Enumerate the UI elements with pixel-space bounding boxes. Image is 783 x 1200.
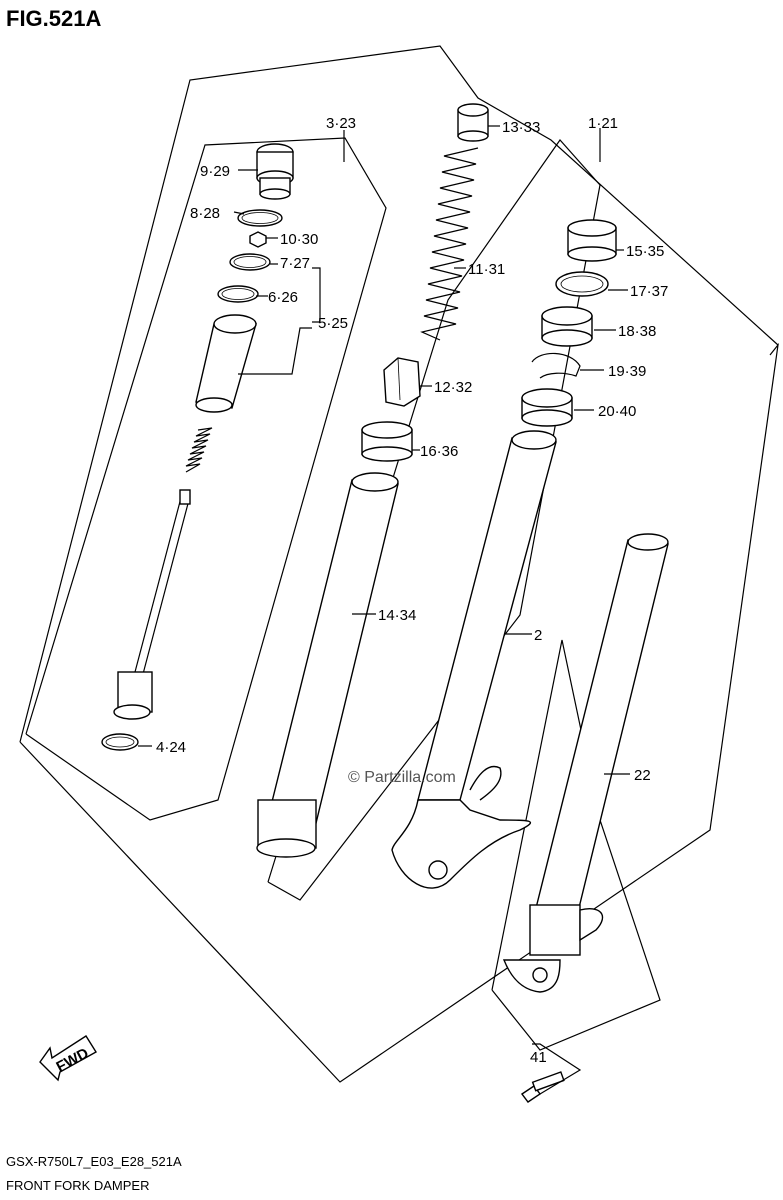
fork-spring (420, 147, 479, 341)
seal-retainer-clip (531, 352, 581, 379)
damper-cylinder (195, 314, 257, 413)
callout-41: 41 (530, 1049, 547, 1066)
callout-20: 20·40 (598, 403, 636, 420)
caption: FRONT FORK DAMPER (6, 1178, 150, 1193)
leader-lines (138, 125, 630, 1095)
callout-14: 14·34 (378, 607, 416, 624)
callout-3: 3·23 (326, 115, 356, 132)
callout-6: 6·26 (268, 289, 298, 306)
damper-cartridge-boundary (25, 137, 387, 821)
model-code: GSX-R750L7_E03_E28_521A (6, 1154, 182, 1169)
spring-adjuster (457, 103, 489, 142)
callout-22: 22 (634, 767, 651, 784)
callout-15: 15·35 (626, 243, 664, 260)
rebound-spring (185, 427, 213, 473)
inner-tube-bushing (361, 421, 413, 462)
axle-pinch-bolt (520, 1071, 565, 1103)
callout-5: 5·25 (318, 315, 348, 332)
outer-tube-boundary (491, 639, 661, 1051)
callout-4: 4·24 (156, 739, 186, 756)
callout-13: 13·33 (502, 119, 540, 136)
callout-8: 8·28 (190, 205, 220, 222)
oil-seal (541, 306, 593, 347)
callout-18: 18·38 (618, 323, 656, 340)
inner-tube-boundary (267, 139, 601, 901)
callout-19: 19·39 (608, 363, 646, 380)
slide-bushing (521, 388, 573, 427)
callout-1: 1·21 (588, 115, 618, 132)
callout-11: 11·31 (468, 261, 505, 278)
outer-tube-22 (502, 533, 669, 993)
dust-seal (567, 219, 617, 262)
callout-9: 9·29 (200, 163, 230, 180)
inner-tube (256, 472, 399, 858)
outer-tube-2 (391, 430, 557, 889)
callout-2: 2 (534, 627, 542, 644)
lock-nut (249, 231, 267, 248)
o-ring-4 (101, 733, 139, 751)
callout-7: 7·27 (280, 255, 310, 272)
watermark: © Partzilla.com (348, 769, 456, 786)
spacer-collar (383, 357, 421, 407)
fwd-arrow: FWD (39, 1035, 97, 1082)
callout-16: 16·36 (420, 443, 458, 460)
outer-assembly-boundary (19, 45, 779, 1083)
figure-title: FIG.521A (6, 6, 101, 31)
callout-10: 10·30 (280, 231, 318, 248)
damper-rod (113, 489, 191, 720)
stopper-ring (555, 271, 609, 297)
callout-12: 12·32 (434, 379, 472, 396)
cap-bolt (256, 143, 294, 200)
callout-17: 17·37 (630, 283, 668, 300)
